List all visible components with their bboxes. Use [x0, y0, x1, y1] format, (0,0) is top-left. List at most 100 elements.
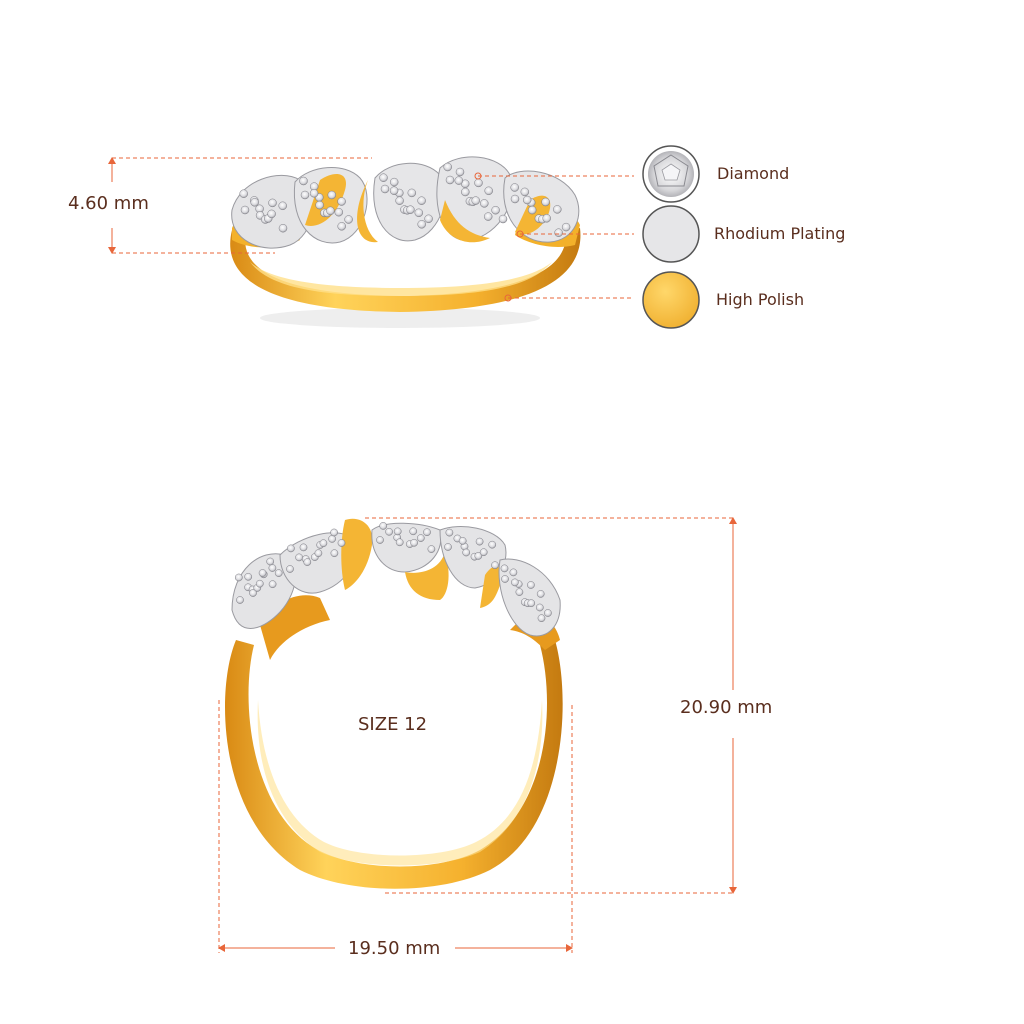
side-height-label: 4.60 mm: [68, 193, 149, 214]
ring-side-view: [230, 156, 581, 328]
diamond-stone: [462, 548, 471, 557]
diamond-stone: [480, 199, 489, 208]
diamond-stone: [267, 209, 276, 219]
diamond-stone: [417, 220, 426, 229]
diamond-stone: [537, 614, 546, 623]
diamond-stone: [278, 223, 288, 233]
diamond-stone: [522, 195, 532, 205]
diamond-stone: [483, 212, 493, 221]
height-dimension-front: [365, 517, 737, 894]
diamond-stone: [509, 568, 518, 577]
front-width-label: 19.50 mm: [348, 938, 441, 959]
diamond-stone: [424, 214, 433, 224]
diamond-stone: [461, 187, 470, 197]
diamond-stone: [510, 183, 519, 192]
diamond-stone: [535, 603, 544, 612]
diamond-stone: [536, 590, 545, 598]
diamond-stone: [330, 549, 339, 558]
diamond-stone: [299, 543, 308, 552]
diamond-stone: [484, 186, 493, 196]
diamond-stone: [427, 545, 436, 553]
diamond-stone: [417, 196, 426, 205]
diamond-stone: [287, 544, 295, 553]
diamond-stone: [553, 205, 562, 214]
diamond-stone: [295, 553, 303, 562]
diamond-stone: [268, 564, 277, 572]
diamond-stone: [389, 186, 399, 195]
diamond-stone: [244, 572, 253, 581]
diamond-stone: [475, 537, 484, 546]
diamond-stone: [527, 205, 537, 215]
diamond-stone: [474, 178, 483, 188]
diamond-stone: [406, 205, 415, 214]
diamond-stone: [250, 198, 259, 207]
diamond-stone: [327, 190, 337, 200]
diamond-stone: [337, 197, 346, 206]
diamond-stone: [423, 528, 431, 537]
diamond-stones-top: [239, 162, 571, 237]
diamond-stone: [474, 552, 483, 560]
diamond-stone: [334, 207, 344, 217]
diamond-stone: [561, 222, 571, 232]
ring-shadow: [260, 308, 540, 328]
diamond-stone: [379, 173, 388, 182]
diamond-stone: [299, 176, 308, 186]
diamond-stone: [444, 543, 452, 551]
diamond-stone: [501, 575, 509, 583]
diamond-stone: [395, 196, 404, 205]
diamond-stone: [344, 215, 353, 224]
diamond-stone: [314, 549, 323, 558]
diamond-stone: [303, 558, 312, 566]
diamond-stone: [236, 596, 244, 604]
gold-swatch-icon: [642, 271, 700, 329]
diamond-stone: [414, 208, 424, 218]
diamond-stone: [407, 188, 417, 198]
legend-label-rhodium: Rhodium Plating: [714, 224, 846, 243]
diamond-stone: [416, 534, 425, 542]
diamond-stone: [328, 535, 336, 543]
diamond-stone: [266, 557, 275, 566]
diamond-stone: [393, 527, 402, 536]
diamond-stone: [379, 522, 388, 530]
diamond-stone: [330, 528, 338, 537]
diamond-stone: [309, 189, 319, 198]
diamond-stone: [410, 538, 418, 547]
ring-size-label: SIZE 12: [358, 714, 428, 735]
front-height-label: 20.90 mm: [680, 697, 773, 718]
diamond-stone: [286, 565, 294, 573]
diamond-stone: [249, 589, 257, 597]
diamond-stone: [319, 539, 328, 548]
diamond-stone: [454, 176, 464, 185]
diamond-stone: [458, 537, 467, 545]
diamond-stone: [488, 540, 497, 549]
diamond-stone: [520, 187, 530, 197]
legend-label-high-polish: High Polish: [716, 290, 805, 309]
diamond-stone: [300, 190, 310, 200]
diamond-stone: [500, 564, 509, 573]
diamond-stone: [315, 200, 324, 210]
diamond-stone: [544, 609, 552, 617]
diamond-stone: [510, 194, 520, 204]
diamond-stone: [385, 527, 393, 536]
height-dimension-top: [108, 157, 372, 254]
diamond-stone: [527, 581, 535, 589]
diamond-stone: [376, 536, 384, 544]
diamond-stone: [515, 588, 524, 596]
diamond-stone: [542, 214, 551, 223]
legend-label-diamond: Diamond: [717, 164, 790, 183]
diamond-stone: [389, 177, 399, 187]
diamond-stone: [445, 528, 454, 537]
diamond-stone: [498, 214, 508, 224]
diamond-stones-front: [234, 522, 552, 623]
diamond-stone: [554, 228, 563, 237]
diamond-stone: [443, 162, 452, 172]
legend-leaders: [478, 175, 634, 299]
diamond-stone: [326, 206, 335, 216]
diamond-stone: [395, 538, 404, 547]
diamond-stone: [511, 578, 519, 587]
diamond-stone: [479, 548, 488, 557]
diamond-stone: [255, 579, 264, 588]
diamond-stone: [380, 184, 390, 194]
diamond-stone: [527, 599, 536, 608]
